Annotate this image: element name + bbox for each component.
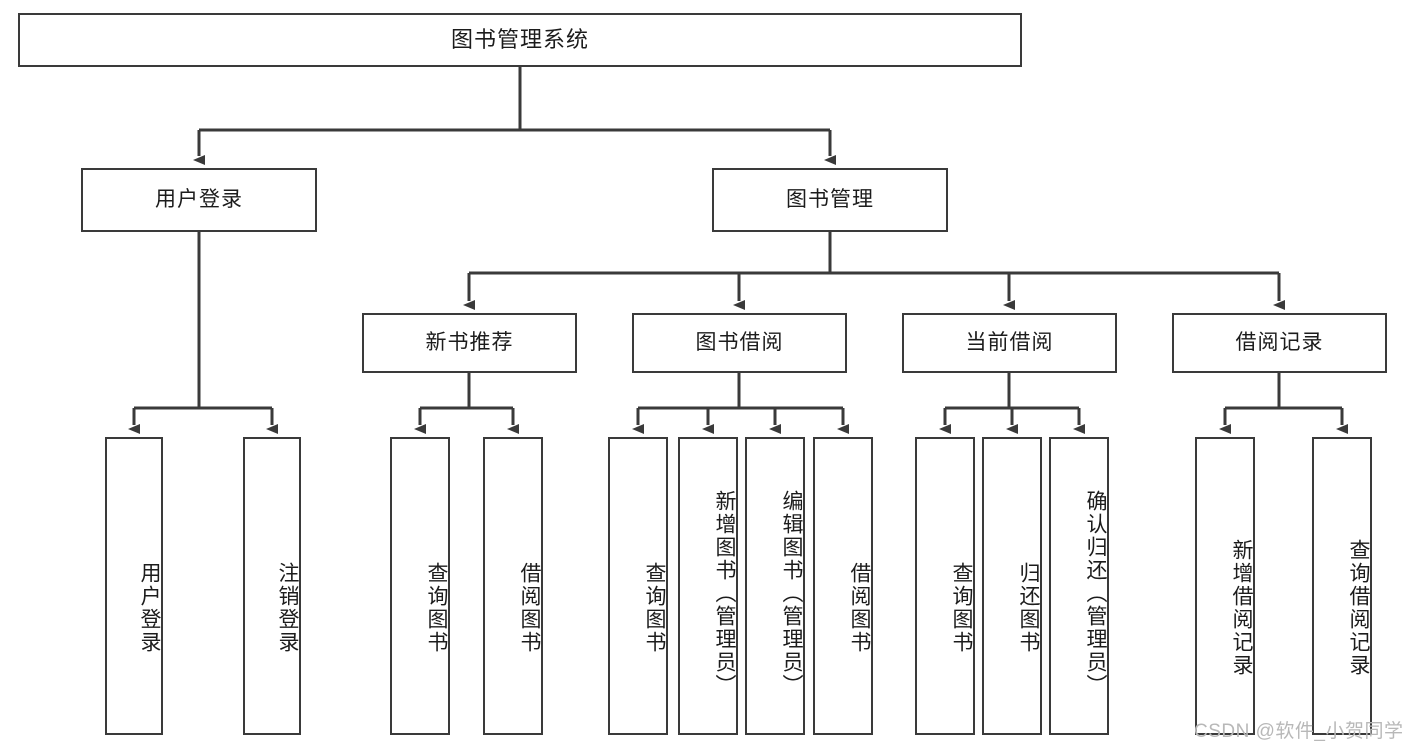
node-current-borrow[interactable]: 当前借阅 xyxy=(902,313,1117,373)
leaf-user-login[interactable]: 用户登录 xyxy=(105,437,163,735)
node-root[interactable]: 图书管理系统 xyxy=(18,13,1022,67)
leaf-borrow-book-recommend[interactable]: 借阅图书 xyxy=(483,437,543,735)
leaf-query-book-current[interactable]: 查询图书 xyxy=(915,437,975,735)
leaf-query-book-borrow[interactable]: 查询图书 xyxy=(608,437,668,735)
leaf-add-borrow-record[interactable]: 新增借阅记录 xyxy=(1195,437,1255,735)
node-book-borrow[interactable]: 图书借阅 xyxy=(632,313,847,373)
node-borrow-record[interactable]: 借阅记录 xyxy=(1172,313,1387,373)
leaf-confirm-return-admin[interactable]: 确认归还（管理员） xyxy=(1049,437,1109,735)
leaf-edit-book-admin[interactable]: 编辑图书（管理员） xyxy=(745,437,805,735)
node-new-book-recommend[interactable]: 新书推荐 xyxy=(362,313,577,373)
leaf-borrow-book[interactable]: 借阅图书 xyxy=(813,437,873,735)
leaf-query-borrow-record[interactable]: 查询借阅记录 xyxy=(1312,437,1372,735)
leaf-logout[interactable]: 注销登录 xyxy=(243,437,301,735)
leaf-query-book-recommend[interactable]: 查询图书 xyxy=(390,437,450,735)
leaf-add-book-admin[interactable]: 新增图书（管理员） xyxy=(678,437,738,735)
node-book-management[interactable]: 图书管理 xyxy=(712,168,948,232)
node-user-login[interactable]: 用户登录 xyxy=(81,168,317,232)
leaf-return-book[interactable]: 归还图书 xyxy=(982,437,1042,735)
watermark: CSDN @软件_小贺同学 xyxy=(1194,721,1404,742)
